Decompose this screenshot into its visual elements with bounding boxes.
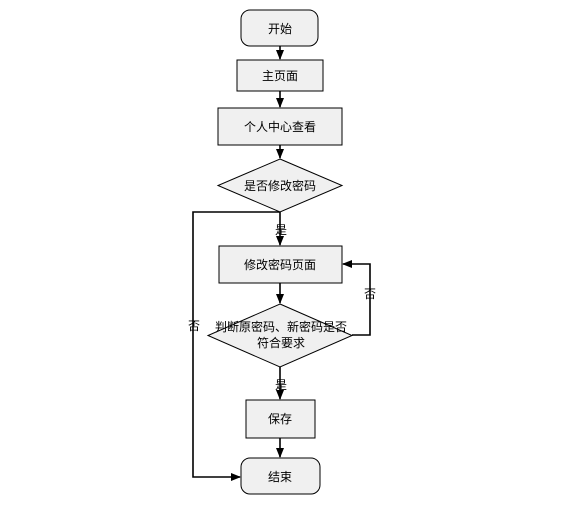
edge-label-modify-yes: 是 [275, 223, 287, 237]
start-label: 开始 [268, 22, 292, 36]
profile-node: 个人中心查看 [217, 107, 343, 146]
profile-label: 个人中心查看 [244, 119, 316, 134]
save-node: 保存 [245, 399, 316, 439]
decision-check-label-line1: 判断原密码、新密码是否 [215, 319, 347, 334]
home-label: 主页面 [262, 69, 298, 83]
decision-check-label-line2: 符合要求 [257, 335, 305, 350]
edge-decision-no [192, 211, 280, 481]
home-node: 主页面 [236, 59, 324, 92]
edge-label-check-no: 否 [364, 287, 376, 301]
change-page-label: 修改密码页面 [244, 257, 316, 272]
edge-label-modify-no: 否 [188, 319, 200, 333]
connectors [192, 46, 371, 481]
start-node: 开始 [240, 9, 319, 47]
end-label: 结束 [268, 470, 292, 484]
end-node: 结束 [240, 457, 321, 495]
decision-modify-node: 是否修改密码 [216, 158, 344, 213]
save-label: 保存 [268, 412, 292, 426]
decision-modify-label: 是否修改密码 [244, 178, 316, 193]
edge-check-no [342, 260, 371, 336]
decision-check-node: 判断原密码、新密码是否 符合要求 [206, 303, 354, 368]
change-page-node: 修改密码页面 [218, 245, 343, 284]
edge-label-check-yes: 是 [275, 378, 287, 392]
